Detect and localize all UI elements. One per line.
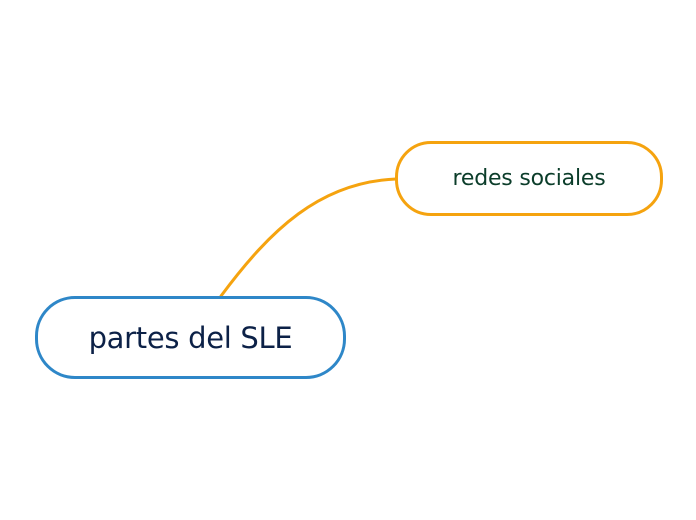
subtopic-node-redes-sociales[interactable]: redes sociales	[395, 141, 663, 216]
subtopic-label: redes sociales	[452, 166, 606, 191]
central-topic-node[interactable]: partes del SLE	[35, 296, 346, 379]
central-topic-label: partes del SLE	[88, 320, 293, 355]
connector-central-to-redes-sociales	[219, 177, 398, 298]
